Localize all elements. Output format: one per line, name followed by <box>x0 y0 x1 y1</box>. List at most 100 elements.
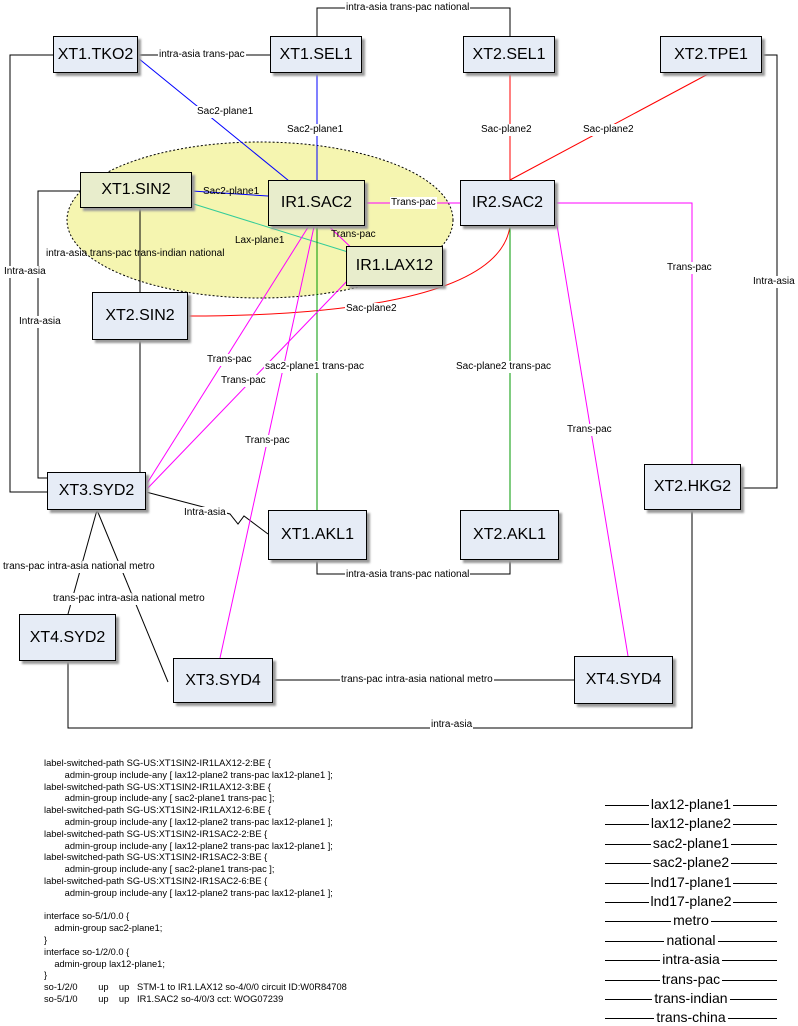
node-xt1-tko2[interactable]: XT1.TKO2 <box>53 36 138 73</box>
legend-item: sac2-plane1 <box>605 834 777 852</box>
link-tpe-hkg <box>741 54 778 489</box>
label-metro1: trans-pac intra-asia national metro <box>2 561 156 573</box>
config-text-block: label-switched-path SG-US:XT1SIN2-IR1LAX… <box>44 758 524 1006</box>
legend-label: lax12-plane1 <box>605 795 777 813</box>
node-xt2-akl1[interactable]: XT2.AKL1 <box>460 510 559 560</box>
legend-item: lnd17-plane2 <box>605 892 777 910</box>
legend-label-text: lax12-plane2 <box>648 815 734 832</box>
link-tko-sac2 <box>137 57 295 186</box>
link-syd-akl <box>145 491 269 535</box>
legend-item: trans-pac <box>605 970 777 988</box>
legend-label: sac2-plane2 <box>605 853 777 871</box>
config-line: } <box>44 970 48 981</box>
link-xt2sin2-sac <box>187 225 511 317</box>
legend-label-text: trans-pac <box>659 970 723 987</box>
legend-item: lax12-plane1 <box>605 795 777 813</box>
config-line: admin-group include-any [ sac2-plane1 tr… <box>44 864 275 875</box>
label-trans2: Trans-pac <box>220 375 267 387</box>
legend-label-text: lnd17-plane1 <box>648 873 734 890</box>
label-lax-plane: Lax-plane1 <box>235 235 285 246</box>
label-sin2-vertical: intra-asia trans-pac trans-indian nation… <box>46 248 225 259</box>
label-sel1-sac2: Sac2-plane1 <box>286 124 345 136</box>
config-line: admin-group include-any [ lax12-plane2 t… <box>44 816 333 827</box>
config-line: so-1/2/0 up up STM-1 to IR1.LAX12 so-4/0… <box>44 982 347 993</box>
legend-label: national <box>605 931 777 949</box>
config-line <box>44 900 524 912</box>
link-sin2-lax <box>167 195 349 253</box>
link-sin2-sac2 <box>191 190 269 197</box>
link-sac2-syd-a <box>145 212 318 486</box>
legend-item: lax12-plane2 <box>605 814 777 832</box>
legend-item: trans-china <box>605 1008 777 1026</box>
legend-label: lax12-plane2 <box>605 814 777 832</box>
label-trans1: Trans-pac <box>206 354 253 366</box>
label-syd-akl: Intra-asia <box>183 507 227 519</box>
config-line: admin-group sac2-plane1; <box>44 923 163 934</box>
config-line: admin-group include-any [ lax12-plane2 t… <box>44 887 333 898</box>
legend-item: sac2-plane2 <box>605 853 777 871</box>
legend-label-text: sac2-plane2 <box>650 854 732 871</box>
legend-label: trans-china <box>605 1008 777 1026</box>
node-xt2-sin2[interactable]: XT2.SIN2 <box>92 292 188 340</box>
config-line: admin-group include-any [ lax12-plane2 t… <box>44 769 333 780</box>
label-sin2-sac2: Sac2-plane1 <box>203 186 260 197</box>
legend-label-text: intra-asia <box>660 951 722 968</box>
legend-item: trans-indian <box>605 989 777 1007</box>
config-line: label-switched-path SG-US:XT1SIN2-IR1SAC… <box>44 828 268 839</box>
label-sac-plane2: Sac-plane2 <box>345 303 398 315</box>
node-xt3-syd2[interactable]: XT3.SYD2 <box>47 472 146 510</box>
node-ir1-lax12[interactable]: IR1.LAX12 <box>346 246 443 286</box>
node-xt2-tpe1[interactable]: XT2.TPE1 <box>660 36 762 73</box>
label-intra-left2: Intra-asia <box>18 316 62 328</box>
node-xt2-sel1[interactable]: XT2.SEL1 <box>463 36 555 73</box>
legend-label-text: trans-indian <box>652 990 730 1006</box>
legend-label-text: sac2-plane1 <box>650 834 732 851</box>
legend-label: sac2-plane1 <box>605 834 777 852</box>
label-sac-lax: Trans-pac <box>331 229 376 240</box>
legend-label: trans-indian <box>605 989 777 1007</box>
config-line: label-switched-path SG-US:XT1SIN2-IR1SAC… <box>44 852 268 863</box>
node-xt1-akl1[interactable]: XT1.AKL1 <box>268 510 367 560</box>
node-xt1-sel1[interactable]: XT1.SEL1 <box>270 36 362 73</box>
legend-item: national <box>605 931 777 949</box>
label-sel-top: intra-asia trans-pac national <box>345 2 471 14</box>
config-line: interface so-1/2/0.0 { <box>44 946 130 957</box>
node-xt1-sin2[interactable]: XT1.SIN2 <box>80 172 192 208</box>
config-line: label-switched-path SG-US:XT1SIN2-IR1SAC… <box>44 875 268 886</box>
legend-item: lnd17-plane1 <box>605 873 777 891</box>
node-ir2-sac2[interactable]: IR2.SAC2 <box>460 180 555 226</box>
label-metro2: trans-pac intra-asia national metro <box>52 593 206 605</box>
node-xt2-hkg2[interactable]: XT2.HKG2 <box>644 464 741 510</box>
label-sac-plane2-tp: Sac-plane2 trans-pac <box>455 361 553 373</box>
node-xt4-syd4[interactable]: XT4.SYD4 <box>574 656 673 704</box>
legend-label-text: national <box>664 931 718 948</box>
label-sac-sac: Trans-pac <box>390 197 437 209</box>
label-intra-left1: Intra-asia <box>3 266 47 278</box>
label-bottom: intra-asia <box>430 719 474 731</box>
legend-label: metro <box>605 911 777 929</box>
label-metro3: trans-pac intra-asia national metro <box>340 674 494 686</box>
label-sac2-plane1-tp: sac2-plane1 trans-pac <box>264 361 365 373</box>
link-sac-hkg <box>555 202 693 464</box>
node-ir1-sac2[interactable]: IR1.SAC2 <box>268 180 365 226</box>
link-xt4syd2-hkg <box>67 510 693 729</box>
legend-item: intra-asia <box>605 950 777 968</box>
legend-label: lnd17-plane2 <box>605 892 777 910</box>
node-xt3-syd4[interactable]: XT3.SYD4 <box>173 658 273 703</box>
legend-item: metro <box>605 911 777 929</box>
legend-label: intra-asia <box>605 950 777 968</box>
config-line: so-5/1/0 up up IR1.SAC2 so-4/0/3 cct: WO… <box>44 993 284 1004</box>
legend-label-text: lnd17-plane2 <box>648 893 734 909</box>
legend-label-text: metro <box>671 912 711 929</box>
config-line: label-switched-path SG-US:XT1SIN2-IR1LAX… <box>44 758 271 768</box>
node-xt4-syd2[interactable]: XT4.SYD2 <box>19 614 116 661</box>
legend-label-text: lax12-plane1 <box>648 796 734 812</box>
legend-label-text: trans-china <box>654 1009 728 1026</box>
config-line: admin-group include-any [ lax12-plane2 t… <box>44 840 333 851</box>
label-intra-right: Intra-asia <box>752 276 796 288</box>
config-line: admin-group lax12-plane1; <box>44 958 165 969</box>
config-line: label-switched-path SG-US:XT1SIN2-IR1LAX… <box>44 805 271 816</box>
label-sel2-sac: Sac-plane2 <box>480 124 533 136</box>
label-trans-hkg: Trans-pac <box>666 262 713 274</box>
